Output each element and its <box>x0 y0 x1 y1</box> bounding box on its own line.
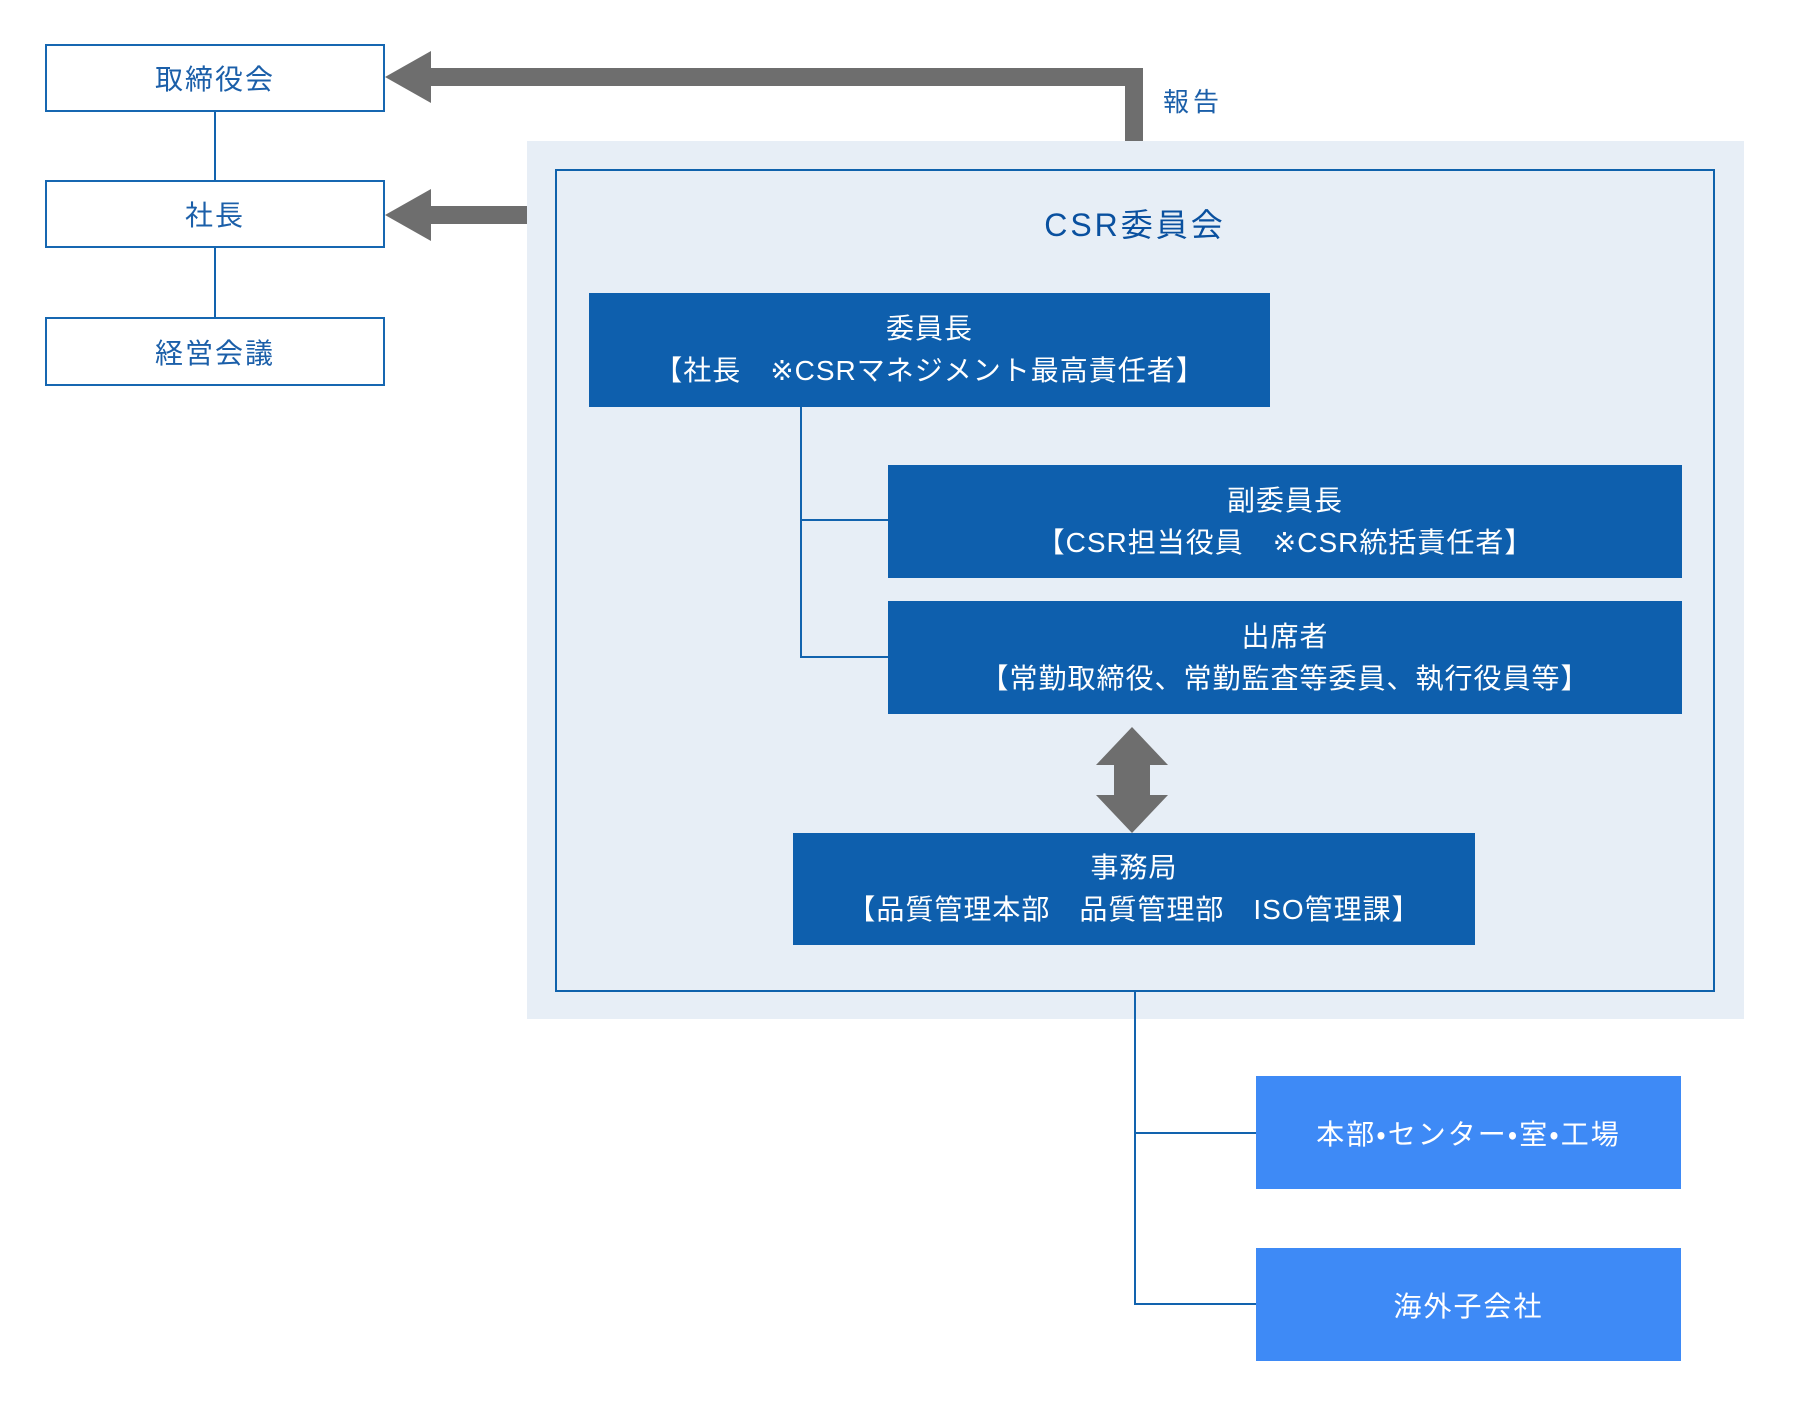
report-arrow-vertical-segment <box>1125 68 1143 142</box>
connector-to-overseas <box>1134 1303 1256 1305</box>
connector-board-president <box>214 112 216 180</box>
board-of-directors-label: 取締役会 <box>154 64 275 95</box>
president-arrow-head-icon <box>385 189 431 241</box>
secretariat-box: 事務局 【品質管理本部 品質管理部 ISO管理課】 <box>793 833 1475 945</box>
vice-chairman-title: 副委員長 <box>1226 484 1343 516</box>
management-meeting-box: 経営会議 <box>45 317 385 386</box>
overseas-subsidiaries-box: 海外子会社 <box>1256 1248 1681 1361</box>
vice-chairman-box: 副委員長 【CSR担当役員 ※CSR統括責任者】 <box>888 465 1682 578</box>
bidirectional-arrow-up-icon <box>1096 727 1168 765</box>
vice-chairman-detail: 【CSR担当役員 ※CSR統括責任者】 <box>1036 526 1534 558</box>
csr-committee-title: CSR委員会 <box>1044 206 1226 243</box>
csr-committee-inner-frame <box>555 169 1715 992</box>
report-arrow-shaft <box>427 68 1143 86</box>
chairman-detail: 【社長 ※CSRマネジメント最高責任者】 <box>654 355 1205 386</box>
report-arrow-label: 報告 <box>1163 87 1224 117</box>
connector-to-headquarters <box>1134 1132 1256 1134</box>
connector-president-management <box>214 248 216 317</box>
board-of-directors-box: 取締役会 <box>45 44 385 112</box>
president-arrow-shaft <box>427 206 529 224</box>
connector-panel-subordinates-vertical <box>1134 992 1136 1305</box>
connector-to-attendees <box>800 656 888 658</box>
attendees-title: 出席者 <box>1241 620 1329 652</box>
attendees-detail: 【常勤取締役、常勤監査等委員、執行役員等】 <box>980 662 1590 694</box>
bidirectional-arrow-down-icon <box>1096 795 1168 833</box>
bidirectional-arrow-shaft <box>1114 763 1150 797</box>
chairman-title: 委員長 <box>885 313 973 344</box>
secretariat-detail: 【品質管理本部 品質管理部 ISO管理課】 <box>847 894 1421 925</box>
headquarters-centers-label: 本部・センター・室・工場 <box>1316 1118 1621 1150</box>
president-label: 社長 <box>184 200 245 231</box>
connector-to-vice-chairman <box>800 519 888 521</box>
attendees-box: 出席者 【常勤取締役、常勤監査等委員、執行役員等】 <box>888 601 1682 714</box>
management-meeting-label: 経営会議 <box>154 337 275 369</box>
report-arrow-head-icon <box>385 51 431 103</box>
president-box: 社長 <box>45 180 385 248</box>
connector-chairman-vertical <box>800 407 802 658</box>
chairman-box: 委員長 【社長 ※CSRマネジメント最高責任者】 <box>589 293 1270 407</box>
overseas-subsidiaries-label: 海外子会社 <box>1393 1290 1544 1322</box>
headquarters-centers-box: 本部・センター・室・工場 <box>1256 1076 1681 1189</box>
secretariat-title: 事務局 <box>1090 852 1178 883</box>
